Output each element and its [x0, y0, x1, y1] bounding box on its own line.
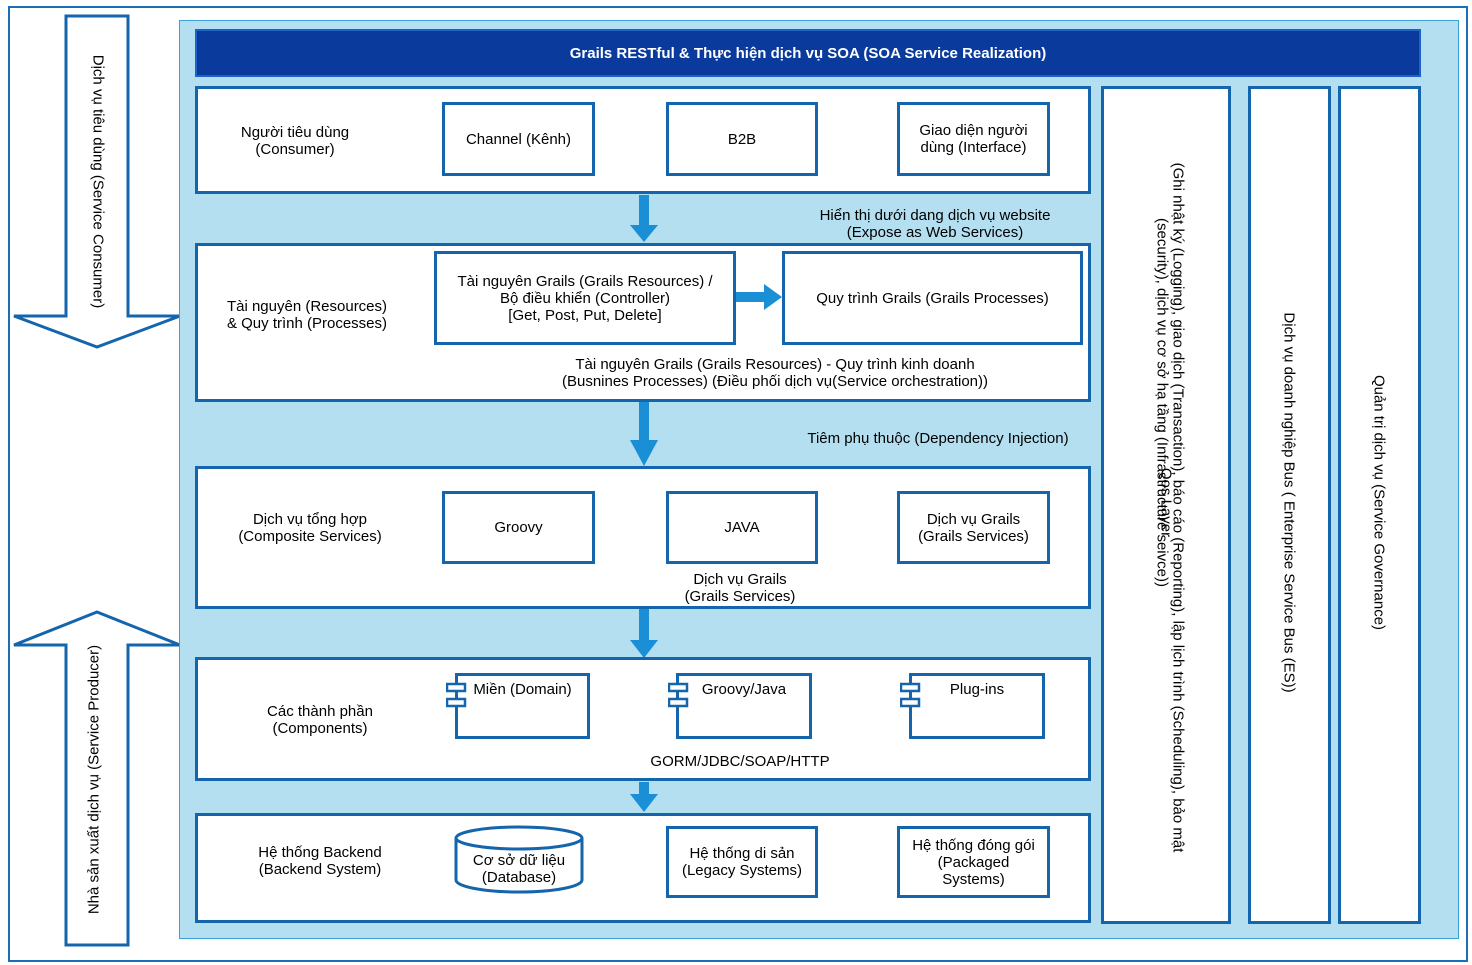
packaged-box-line3: Systems) [942, 870, 1005, 888]
backend-layer-label: Hệ thống Backend (Backend System) [225, 844, 415, 878]
database-label: Cơ sở dữ liệu (Database) [453, 852, 585, 886]
components-label-line1: Các thành phần [267, 703, 373, 720]
database-label-line2: (Database) [481, 869, 557, 886]
governance-label: Quản trị dịch vụ (Service Governance) [1370, 374, 1388, 631]
domain-component-label: Miền (Domain) [473, 681, 572, 698]
expose-label: Hiển thị dưới dang dịch vụ website (Expo… [780, 207, 1090, 241]
groovy-java-component: Groovy/Java [676, 673, 812, 739]
composite-label-line1: Dịch vụ tổng hợp [252, 511, 368, 528]
packaged-box-line1: Hệ thống đóng gói [912, 836, 1035, 854]
composite-note-line1: Dịch vụ Grails [693, 571, 787, 588]
backend-label-line1: Hệ thống Backend [258, 844, 382, 861]
resources-note-line2: (Busnines Processes) (Điều phối dịch vụ(… [561, 373, 988, 390]
interface-box-line2: dùng (Interface) [920, 139, 1027, 156]
grails-services-box-line2: (Grails Services) [918, 527, 1029, 545]
controller-to-process-arrow [736, 284, 782, 310]
producer-arrow [13, 610, 181, 947]
groovy-java-component-icon [668, 682, 689, 708]
di-label: Tiêm phụ thuộc (Dependency Injection) [807, 430, 1069, 447]
composite-note-line2: (Grails Services) [684, 588, 796, 605]
expose-line1: Hiển thị dưới dang dịch vụ website [819, 207, 1051, 224]
groovy-box-label: Groovy [494, 519, 543, 536]
qos-column [1101, 86, 1231, 924]
packaged-box-line2: (Packaged [937, 853, 1010, 871]
interface-box: Giao diện người dùng (Interface) [897, 102, 1050, 176]
grails-processes-label: Quy trình Grails (Grails Processes) [816, 289, 1049, 307]
grails-services-box-line1: Dịch vụ Grails [926, 510, 1021, 528]
consumer-arrow [13, 14, 181, 349]
plugins-component-label: Plug-ins [949, 681, 1005, 698]
composite-layer-label: Dịch vụ tổng hợp (Composite Services) [215, 511, 405, 545]
domain-component-icon [446, 682, 467, 708]
plugins-component-icon [900, 682, 921, 708]
resources-label-line1: Tài nguyên (Resources) [226, 298, 388, 315]
channel-box: Channel (Kênh) [442, 102, 595, 176]
qos-line1: (Ghi nhật ký (Logging), giao dịch (Trans… [1169, 162, 1187, 853]
java-box-label: JAVA [724, 519, 760, 536]
groovy-java-component-label: Groovy/Java [701, 681, 787, 698]
resources-note-line1: Tài nguyên Grails (Grails Resources) - Q… [575, 356, 975, 373]
expose-line2: (Expose as Web Services) [846, 224, 1024, 241]
b2b-box-label: B2B [727, 130, 757, 148]
resources-label-line2: & Quy trình (Processes) [226, 315, 388, 332]
consumer-label: Dịch vụ tiêu dùng (Service Consumer) [89, 54, 107, 309]
legacy-box-line2: (Legacy Systems) [681, 862, 803, 879]
header-title: Grails RESTful & Thực hiện dịch vụ SOA (… [569, 44, 1047, 62]
qos-line2: (security), dịch vụ cơ sở hạ tầng (Infra… [1153, 218, 1171, 587]
resources-layer-label: Tài nguyên (Resources) & Quy trình (Proc… [212, 298, 402, 332]
components-note: GORM/JDBC/SOAP/HTTP [650, 753, 830, 770]
flow-arrows [630, 195, 658, 812]
consumer-label-line1: Người tiêu dùng [240, 124, 350, 141]
controller-box: Tài nguyên Grails (Grails Resources) / B… [434, 251, 736, 345]
header-bar: Grails RESTful & Thực hiện dịch vụ SOA (… [195, 29, 1421, 77]
grails-processes-box: Quy trình Grails (Grails Processes) [782, 251, 1083, 345]
components-label-line2: (Components) [272, 720, 368, 737]
legacy-systems-box: Hệ thống di sản (Legacy Systems) [666, 826, 818, 898]
grails-services-box: Dịch vụ Grails (Grails Services) [897, 491, 1050, 564]
composite-label-line2: (Composite Services) [238, 528, 382, 545]
packaged-systems-box: Hệ thống đóng gói (Packaged Systems) [897, 826, 1050, 898]
domain-component: Miền (Domain) [455, 673, 590, 739]
resources-note: Tài nguyên Grails (Grails Resources) - Q… [520, 356, 1030, 390]
governance-column [1338, 86, 1421, 924]
producer-label: Nhà sản xuất dịch vụ (Service Producer) [85, 644, 103, 915]
controller-box-line2: Bộ điều khiển (Controller) [499, 289, 671, 307]
interface-box-line1: Giao diện người [919, 122, 1028, 139]
controller-box-line3: [Get, Post, Put, Delete] [508, 306, 662, 324]
java-box: JAVA [666, 491, 818, 564]
database-label-line1: Cơ sở dữ liệu [472, 852, 566, 869]
consumer-label-line2: (Consumer) [255, 141, 335, 158]
outer-frame [8, 6, 1468, 962]
b2b-box: B2B [666, 102, 818, 176]
channel-box-label: Channel (Kênh) [465, 130, 572, 148]
backend-label-line2: (Backend System) [258, 861, 382, 878]
composite-note: Dịch vụ Grails (Grails Services) [640, 571, 840, 605]
legacy-box-line1: Hệ thống di sản [689, 845, 795, 862]
components-layer-label: Các thành phần (Components) [225, 703, 415, 737]
database-icon [454, 825, 584, 894]
consumer-layer-label: Người tiêu dùng (Consumer) [215, 124, 375, 158]
groovy-box: Groovy [442, 491, 595, 564]
controller-box-line1: Tài nguyên Grails (Grails Resources) / [457, 272, 713, 290]
esb-column [1248, 86, 1331, 924]
plugins-component: Plug-ins [909, 673, 1045, 739]
esb-label: Dịch vụ doanh nghiệp Bus ( Enterprise Se… [1280, 312, 1298, 693]
